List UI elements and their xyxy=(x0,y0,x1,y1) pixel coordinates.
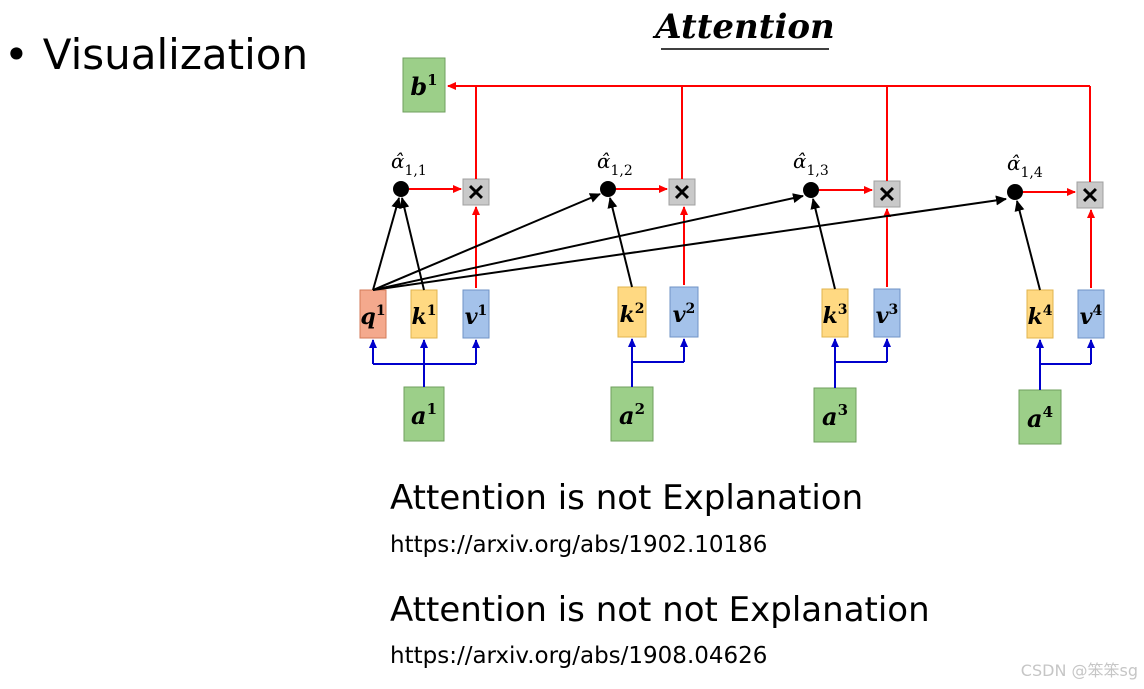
reference-title-1: Attention is not Explanation xyxy=(390,478,864,518)
reference-url-1[interactable]: https://arxiv.org/abs/1902.10186 xyxy=(390,532,768,558)
key-box xyxy=(617,286,647,338)
position-4: k4 v4 a4 α̂1,4 ✕ xyxy=(1007,86,1105,445)
watermark: CSDN @笨笨sg xyxy=(1020,661,1138,680)
black-k-to-dot xyxy=(607,197,633,288)
black-k-to-dot xyxy=(810,198,836,290)
value-box xyxy=(873,288,901,338)
key-box xyxy=(1026,289,1054,339)
position-3: k3 v3 a3 α̂1,3 ✕ xyxy=(793,86,901,443)
input-label: a1 xyxy=(411,400,437,430)
multiply-box xyxy=(462,178,490,206)
value-box xyxy=(1077,289,1105,339)
alpha-label: α̂1,1 xyxy=(391,149,427,179)
alpha-label: α̂1,2 xyxy=(597,149,633,179)
value-label: v4 xyxy=(1080,303,1103,330)
alpha-dot xyxy=(393,181,409,197)
black-k-to-dot xyxy=(399,197,425,291)
input-box xyxy=(610,386,654,442)
alpha-dot xyxy=(600,181,616,197)
position-2: k2 v2 a2 α̂1,2 ✕ xyxy=(597,86,699,442)
value-label: v1 xyxy=(465,303,488,330)
alpha-label: α̂1,4 xyxy=(1007,151,1043,181)
query-label: q1 xyxy=(360,303,385,330)
value-box xyxy=(462,289,490,339)
black-q-to-dot-4 xyxy=(372,195,1007,291)
value-label: v2 xyxy=(673,301,696,328)
multiply-icon: ✕ xyxy=(673,180,691,206)
bullet-text: Visualization xyxy=(42,30,309,79)
value-box xyxy=(669,286,699,338)
input-box xyxy=(403,386,445,442)
multiply-icon: ✕ xyxy=(467,180,485,206)
output-label: b1 xyxy=(410,71,437,101)
alpha-label: α̂1,3 xyxy=(793,149,829,179)
bullet-dot: • xyxy=(4,30,29,79)
diagram-title: Attention xyxy=(652,7,835,47)
input-box xyxy=(1018,389,1062,445)
multiply-box xyxy=(668,178,696,206)
alpha-dot xyxy=(1007,184,1023,200)
multiply-box xyxy=(873,180,901,208)
reference-url-2[interactable]: https://arxiv.org/abs/1908.04626 xyxy=(390,643,768,669)
reference-title-2: Attention is not not Explanation xyxy=(390,590,930,630)
key-label: k3 xyxy=(823,302,848,329)
black-q-to-dot-2 xyxy=(372,193,601,291)
attention-diagram: Attention b1 q1 k1 v1 a1 α̂1,1 ✕ k xyxy=(359,7,1105,445)
key-box xyxy=(821,288,849,338)
slide-bullet: • Visualization xyxy=(4,30,308,79)
black-q-to-dot-1 xyxy=(372,197,402,291)
multiply-icon: ✕ xyxy=(878,182,896,208)
multiply-icon: ✕ xyxy=(1081,183,1099,209)
alpha-dot xyxy=(803,182,819,198)
value-label: v3 xyxy=(876,302,899,329)
input-label: a4 xyxy=(1027,403,1053,433)
input-box xyxy=(813,387,857,443)
key-label: k4 xyxy=(1028,303,1053,330)
output-box xyxy=(402,57,446,113)
key-label: k2 xyxy=(620,301,645,328)
black-q-to-dot-3 xyxy=(372,193,804,291)
input-label: a2 xyxy=(619,400,645,430)
input-label: a3 xyxy=(822,401,848,431)
position-1: k1 v1 a1 α̂1,1 ✕ xyxy=(369,86,490,442)
black-k-to-dot xyxy=(1014,200,1041,291)
key-label: k1 xyxy=(412,303,437,330)
